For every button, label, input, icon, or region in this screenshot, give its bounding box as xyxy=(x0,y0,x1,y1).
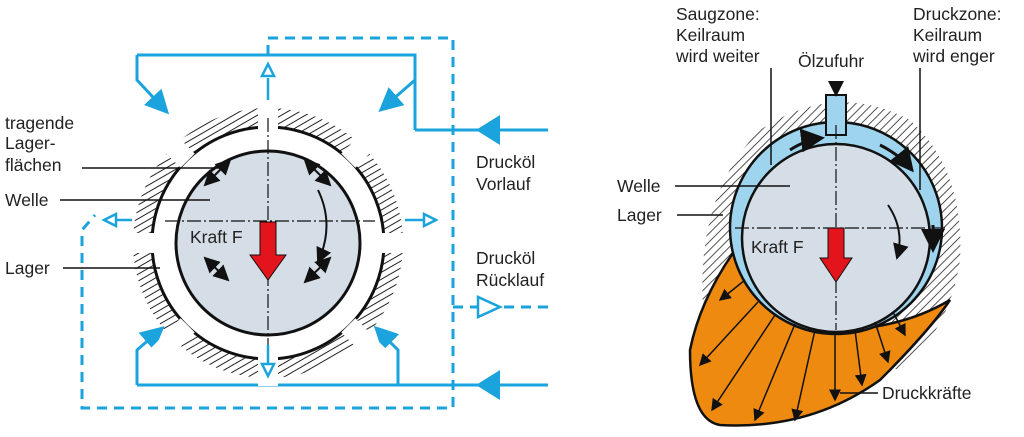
label-kraft: Kraft F xyxy=(751,237,804,257)
center-lines xyxy=(165,118,375,370)
supply-arrow-bottom-icon xyxy=(476,370,500,400)
label-lager: Lager xyxy=(617,205,662,225)
label-saug-3: wird weiter xyxy=(675,46,760,66)
hydrodynamic-bearing: Saugzone: Keilraum wird weiter Ölzufuhr … xyxy=(617,4,1002,427)
label-druck-2: Keilraum xyxy=(913,25,982,45)
oil-return-lines xyxy=(80,36,548,410)
label-druckkraefte: Druckkräfte xyxy=(882,383,971,403)
rotation-arrow-icon xyxy=(887,204,909,260)
label-oelzufuhr: Ölzufuhr xyxy=(798,51,864,71)
flow-arrow-icon xyxy=(789,128,825,153)
label-vorlauf-1: Drucköl xyxy=(476,152,535,172)
label-vorlauf-2: Vorlauf xyxy=(476,174,531,194)
leader-lines xyxy=(60,167,222,269)
label-saug-1: Saugzone: xyxy=(676,4,760,24)
label-tragende-1: tragende xyxy=(5,113,74,133)
label-saug-2: Keilraum xyxy=(676,25,745,45)
label-tragende-2: Lager- xyxy=(5,133,56,153)
label-tragende-3: flächen xyxy=(5,155,61,175)
label-lager: Lager xyxy=(5,258,50,278)
label-ruecklauf-2: Rücklauf xyxy=(476,270,544,290)
vorlauf-arrow-icon xyxy=(476,115,500,145)
outlet-arrows xyxy=(101,61,439,379)
label-druck-3: wird enger xyxy=(912,46,995,66)
label-ruecklauf-1: Drucköl xyxy=(476,248,535,268)
rotation-arrow-icon xyxy=(316,189,332,264)
leader-lines xyxy=(675,68,921,394)
pressure-force-arrows xyxy=(698,279,906,422)
force-arrow-icon xyxy=(819,227,853,283)
ruecklauf-arrow-icon xyxy=(476,295,504,319)
label-welle: Welle xyxy=(5,190,48,210)
label-welle: Welle xyxy=(617,176,660,196)
label-kraft: Kraft F xyxy=(190,227,243,247)
force-arrow-icon xyxy=(249,221,287,281)
label-druck-1: Druckzone: xyxy=(913,4,1002,24)
hydrostatic-bearing: tragende Lager- flächen Welle Lager Kraf… xyxy=(5,36,548,410)
flow-arrow-icon xyxy=(879,143,914,173)
